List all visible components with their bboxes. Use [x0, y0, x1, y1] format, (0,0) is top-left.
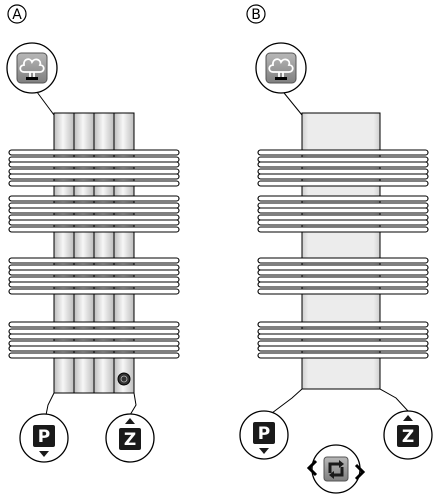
zone-button-b[interactable]: Z	[383, 410, 433, 460]
panel-b-label: B	[246, 4, 266, 24]
panel-a: A	[6, 4, 180, 463]
arrow-down-icon	[39, 451, 49, 457]
svg-text:Z: Z	[402, 427, 414, 447]
heat-wave-icon[interactable]	[255, 42, 307, 94]
svg-text:P: P	[38, 427, 50, 447]
svg-text:A: A	[12, 7, 22, 23]
rotate-arrows-icon[interactable]	[306, 444, 366, 494]
arrow-up-icon	[403, 415, 413, 421]
arrow-up-icon	[125, 418, 135, 424]
program-button-b[interactable]: P	[239, 410, 289, 460]
zone-button-a[interactable]: Z	[105, 413, 155, 463]
panel-a-label: A	[7, 4, 27, 24]
thermostat-sensor-icon	[117, 372, 131, 386]
panel-b: B P	[239, 4, 433, 494]
svg-text:P: P	[258, 424, 270, 444]
heat-wave-icon[interactable]	[6, 42, 58, 94]
arrow-down-icon	[259, 448, 269, 454]
program-button-a[interactable]: P	[19, 413, 69, 463]
svg-text:B: B	[251, 7, 261, 23]
svg-text:Z: Z	[124, 430, 136, 450]
